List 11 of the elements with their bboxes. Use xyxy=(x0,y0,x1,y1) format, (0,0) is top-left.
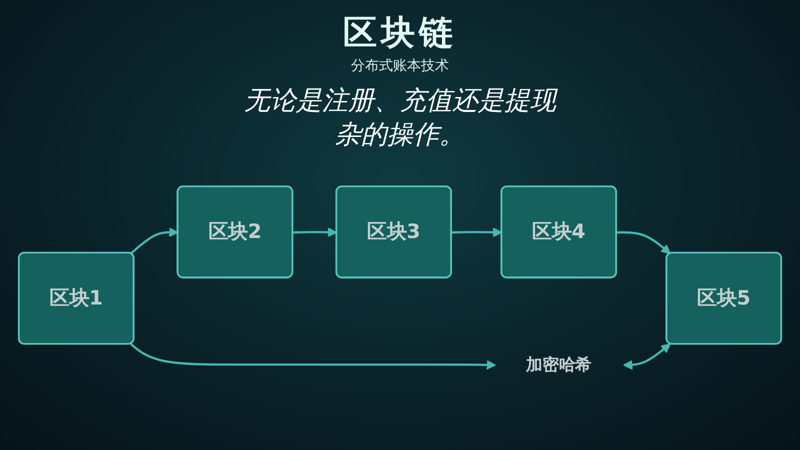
arrow xyxy=(292,227,338,238)
arrow xyxy=(130,343,496,370)
subtitle: 分布式账本技术 xyxy=(351,57,449,76)
arrow xyxy=(130,227,179,254)
overlay-text: 无论是注册、充值还是提现 xyxy=(244,85,556,118)
arrow xyxy=(452,227,502,238)
overlay-text: 杂的操作。 xyxy=(335,119,465,152)
arrow xyxy=(623,344,671,370)
title: 区块链 xyxy=(343,12,457,54)
node-text: 加密哈希 xyxy=(526,354,592,374)
arrow xyxy=(616,231,671,254)
